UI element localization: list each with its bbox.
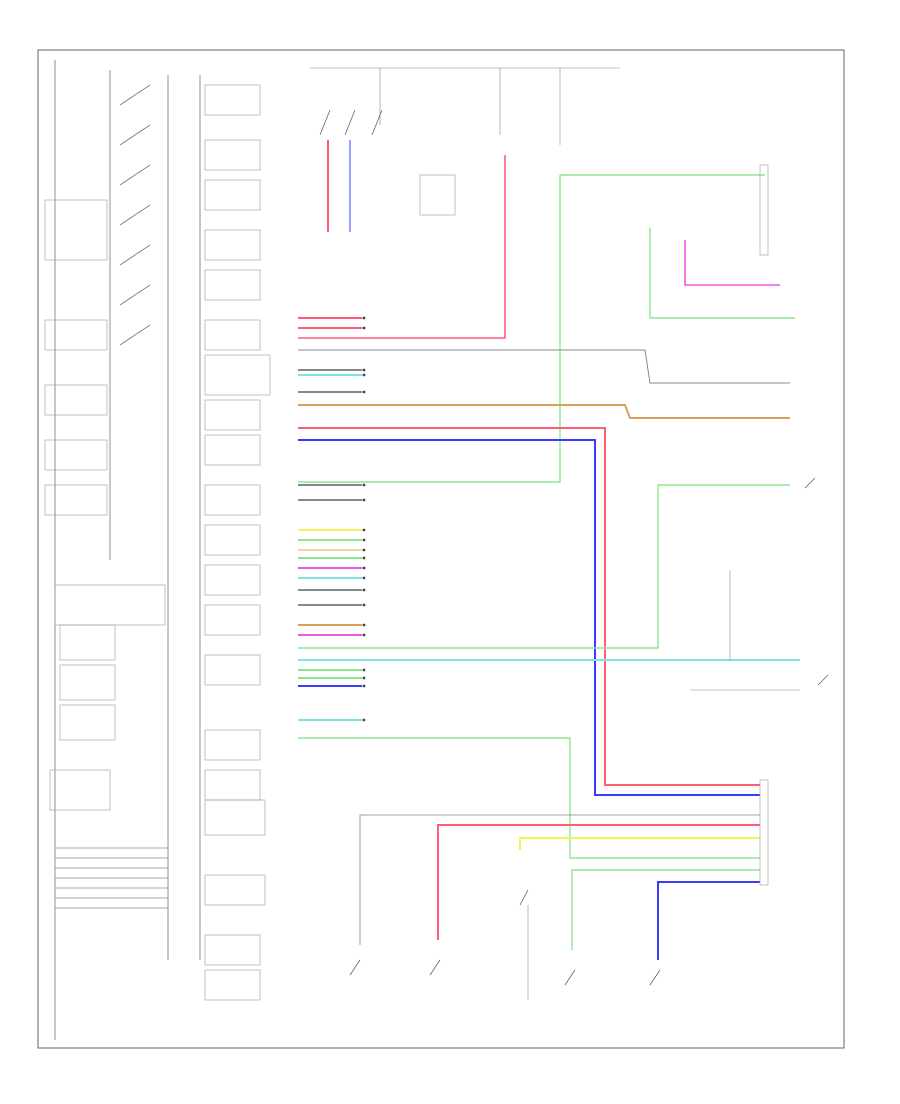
right-switch-2	[817, 674, 829, 686]
sensor-switch-1	[349, 959, 361, 976]
switch-2	[119, 124, 151, 146]
meter-box-17	[204, 799, 266, 836]
stub-terminal-10	[362, 548, 366, 552]
wire-orange	[298, 404, 790, 419]
wire-blue-bottom	[657, 881, 760, 960]
switch-1	[119, 84, 151, 106]
top-switch-3	[371, 109, 383, 136]
meter-box-8	[204, 399, 261, 431]
wire-green-low	[298, 737, 760, 859]
wire-gray-bottom	[359, 814, 760, 945]
meter-box-15	[204, 729, 261, 761]
meter-box-19	[204, 934, 261, 966]
meter-box-5	[204, 269, 261, 301]
indicator-box-1	[44, 199, 108, 261]
wire-yellow-low	[519, 837, 760, 850]
wire-pink-low	[437, 824, 760, 940]
top-switch-1	[319, 109, 331, 136]
left-indicator-group	[44, 199, 166, 811]
meter-box-6	[204, 319, 261, 351]
stub-terminal-4	[362, 373, 366, 377]
wire-green-bottom	[571, 869, 760, 950]
stub-terminal-12	[362, 566, 366, 570]
indicator-box-6	[54, 584, 166, 626]
meter-box-3	[204, 179, 261, 211]
meter-box-12	[204, 564, 261, 596]
bottom-harness	[55, 847, 168, 909]
sensor-switch-2	[429, 959, 441, 976]
stub-terminal-2	[362, 326, 366, 330]
meter-box-1	[204, 84, 261, 116]
top-switch-2	[344, 109, 356, 136]
wire-routes	[298, 140, 800, 960]
meter-column-group	[204, 84, 271, 1001]
wire-pink-long	[298, 427, 760, 786]
stub-terminal-1	[362, 316, 366, 320]
sensor-switch-3	[519, 889, 529, 906]
stub-terminal-7	[362, 498, 366, 502]
sensor-switch-4	[564, 969, 576, 986]
meter-box-7	[204, 354, 271, 396]
stub-terminal-18	[362, 668, 366, 672]
connector-stubs	[298, 316, 366, 722]
indicator-box-10	[49, 769, 111, 811]
right-connector-2	[759, 779, 769, 886]
meter-box-9	[204, 434, 261, 466]
switch-4	[119, 204, 151, 226]
stub-terminal-19	[362, 676, 366, 680]
diagram-frame	[37, 49, 845, 1049]
indicator-box-8	[59, 664, 116, 701]
left-switch-group	[119, 84, 151, 346]
stub-terminal-20	[362, 684, 366, 688]
wire-green-loop	[649, 228, 795, 319]
bottom-sensors	[349, 889, 661, 1000]
indicator-box-7	[59, 624, 116, 661]
switch-5	[119, 244, 151, 266]
stub-terminal-13	[362, 576, 366, 580]
sensor-box	[419, 174, 456, 216]
sensor-switch-5	[649, 969, 661, 986]
wire-gray-loop	[298, 349, 790, 384]
right-connector-1	[759, 164, 769, 256]
right-components	[690, 164, 829, 886]
stub-terminal-17	[362, 633, 366, 637]
stub-terminal-14	[362, 588, 366, 592]
meter-box-16	[204, 769, 261, 801]
meter-box-2	[204, 139, 261, 171]
meter-box-18	[204, 874, 266, 906]
stub-terminal-8	[362, 528, 366, 532]
right-switch-1	[804, 477, 816, 489]
meter-box-14	[204, 654, 261, 686]
meter-box-4	[204, 229, 261, 261]
switch-6	[119, 284, 151, 306]
meter-box-20	[204, 969, 261, 1001]
stub-terminal-5	[362, 390, 366, 394]
wire-red-trunk	[298, 155, 506, 339]
wire-green-mid	[298, 484, 790, 649]
switch-3	[119, 164, 151, 186]
stub-terminal-15	[362, 603, 366, 607]
meter-box-10	[204, 484, 261, 516]
indicator-box-2	[44, 319, 108, 351]
switch-7	[119, 324, 151, 346]
indicator-box-4	[44, 439, 108, 471]
top-components	[310, 67, 620, 216]
indicator-box-5	[44, 484, 108, 516]
stub-terminal-3	[362, 368, 366, 372]
stub-terminal-21	[362, 718, 366, 722]
indicator-box-3	[44, 384, 108, 416]
stub-terminal-6	[362, 483, 366, 487]
indicator-box-9	[59, 704, 116, 741]
wire-blue-long	[298, 439, 760, 796]
meter-box-13	[204, 604, 261, 636]
stub-terminal-11	[362, 556, 366, 560]
wire-green-trunk	[298, 175, 561, 483]
wire-magenta-loop	[684, 240, 780, 286]
meter-box-11	[204, 524, 261, 556]
stub-terminal-16	[362, 623, 366, 627]
stub-terminal-9	[362, 538, 366, 542]
